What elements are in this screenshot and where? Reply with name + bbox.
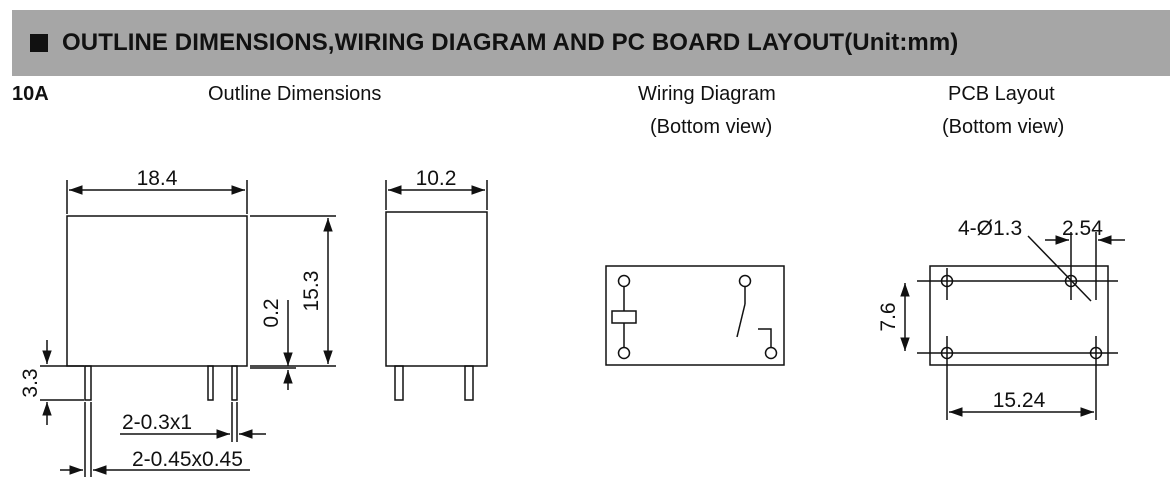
pin-length-value: 3.3 [19, 368, 42, 397]
square-bullet-icon [30, 34, 48, 52]
width-value: 18.4 [137, 167, 178, 190]
no-terminal [764, 346, 778, 360]
pin-right-side [464, 365, 474, 401]
pitch-vertical-value: 7.6 [877, 302, 900, 331]
coil-terminal-top [617, 274, 631, 288]
pcb-bottom-view-label: (Bottom view) [942, 116, 1065, 138]
pitch-horizontal-value: 15.24 [993, 389, 1046, 412]
coil-icon [611, 310, 637, 324]
pcb-outline [929, 265, 1109, 366]
wiring-outline [605, 265, 785, 366]
pin-small-value: 2-0.3x1 [122, 411, 192, 434]
hole-value: 4-Ø1.3 [958, 217, 1022, 240]
model-label: 10A [12, 83, 49, 105]
coil-terminal-bottom [617, 346, 631, 360]
pin-left-front [84, 365, 92, 401]
wiring-diagram-label: Wiring Diagram [638, 83, 776, 105]
wiring-diagram [605, 265, 785, 366]
pin-left-side [394, 365, 404, 401]
relay-body-side [385, 211, 488, 367]
wiring-bottom-view-label: (Bottom view) [650, 116, 773, 138]
side-view [385, 180, 488, 401]
section-header: OUTLINE DIMENSIONS,WIRING DIAGRAM AND PC… [12, 10, 1170, 76]
common-terminal [738, 274, 752, 288]
pcb-layout-label: PCB Layout [948, 83, 1055, 105]
pitch-small-value: 2.54 [1062, 217, 1103, 240]
relay-body-front [66, 215, 248, 367]
switch-contact-icon [736, 303, 746, 338]
pin-mid-front [207, 365, 214, 401]
depth-value: 10.2 [416, 167, 457, 190]
pcb-layout [900, 232, 1125, 420]
front-view [40, 180, 336, 477]
height-value: 15.3 [300, 271, 323, 312]
outline-dimensions-label: Outline Dimensions [208, 83, 382, 105]
pin-large-value: 2-0.45x0.45 [132, 448, 243, 471]
standoff-value: 0.2 [260, 298, 283, 327]
pin-right-front [231, 365, 238, 401]
section-title: OUTLINE DIMENSIONS,WIRING DIAGRAM AND PC… [62, 29, 959, 56]
